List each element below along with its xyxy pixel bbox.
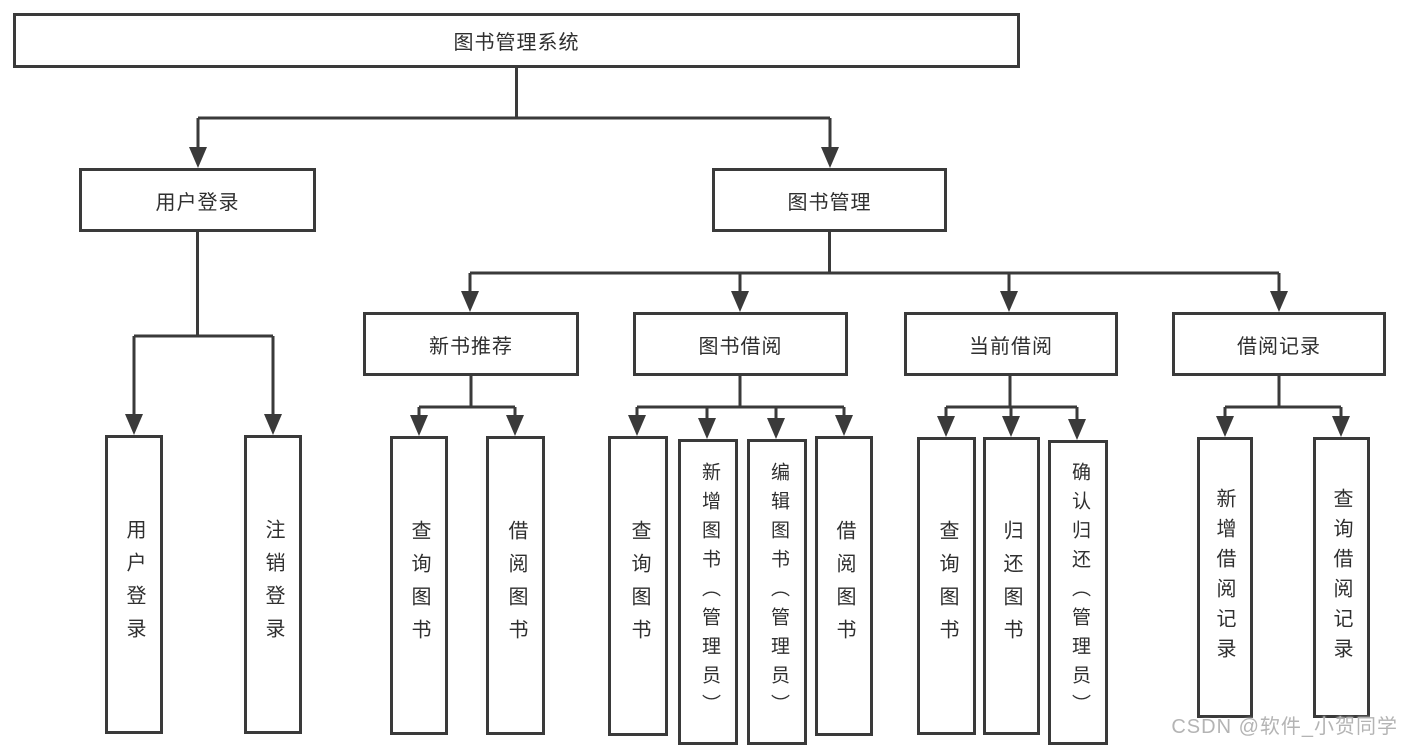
leaf-user-login: 用户登录 — [105, 435, 163, 734]
leaf-return-books: 归还图书 — [983, 437, 1040, 735]
node-user-login: 用户登录 — [79, 168, 316, 232]
watermark: CSDN @软件_小贺同学 — [1171, 716, 1398, 738]
leaf-current-query-books: 查询图书 — [917, 437, 976, 735]
node-borrowing-records: 借阅记录 — [1172, 312, 1386, 376]
leaf-confirm-return-admin: 确认归还（管理员） — [1048, 440, 1108, 745]
node-book-management: 图书管理 — [712, 168, 947, 232]
node-book-borrowing: 图书借阅 — [633, 312, 848, 376]
leaf-recommend-borrow-books: 借阅图书 — [486, 436, 545, 735]
leaf-add-books-admin: 新增图书（管理员） — [678, 439, 738, 745]
leaf-recommend-query-books: 查询图书 — [390, 436, 448, 735]
node-root-system: 图书管理系统 — [13, 13, 1020, 68]
node-current-borrowing: 当前借阅 — [904, 312, 1118, 376]
leaf-add-borrow-record: 新增借阅记录 — [1197, 437, 1253, 718]
leaf-borrowing-query-books: 查询图书 — [608, 436, 668, 736]
leaf-query-borrow-record: 查询借阅记录 — [1313, 437, 1370, 718]
leaf-borrow-books: 借阅图书 — [815, 436, 873, 736]
node-new-book-recommend: 新书推荐 — [363, 312, 579, 376]
leaf-logout: 注销登录 — [244, 435, 302, 734]
leaf-edit-books-admin: 编辑图书（管理员） — [747, 439, 807, 745]
